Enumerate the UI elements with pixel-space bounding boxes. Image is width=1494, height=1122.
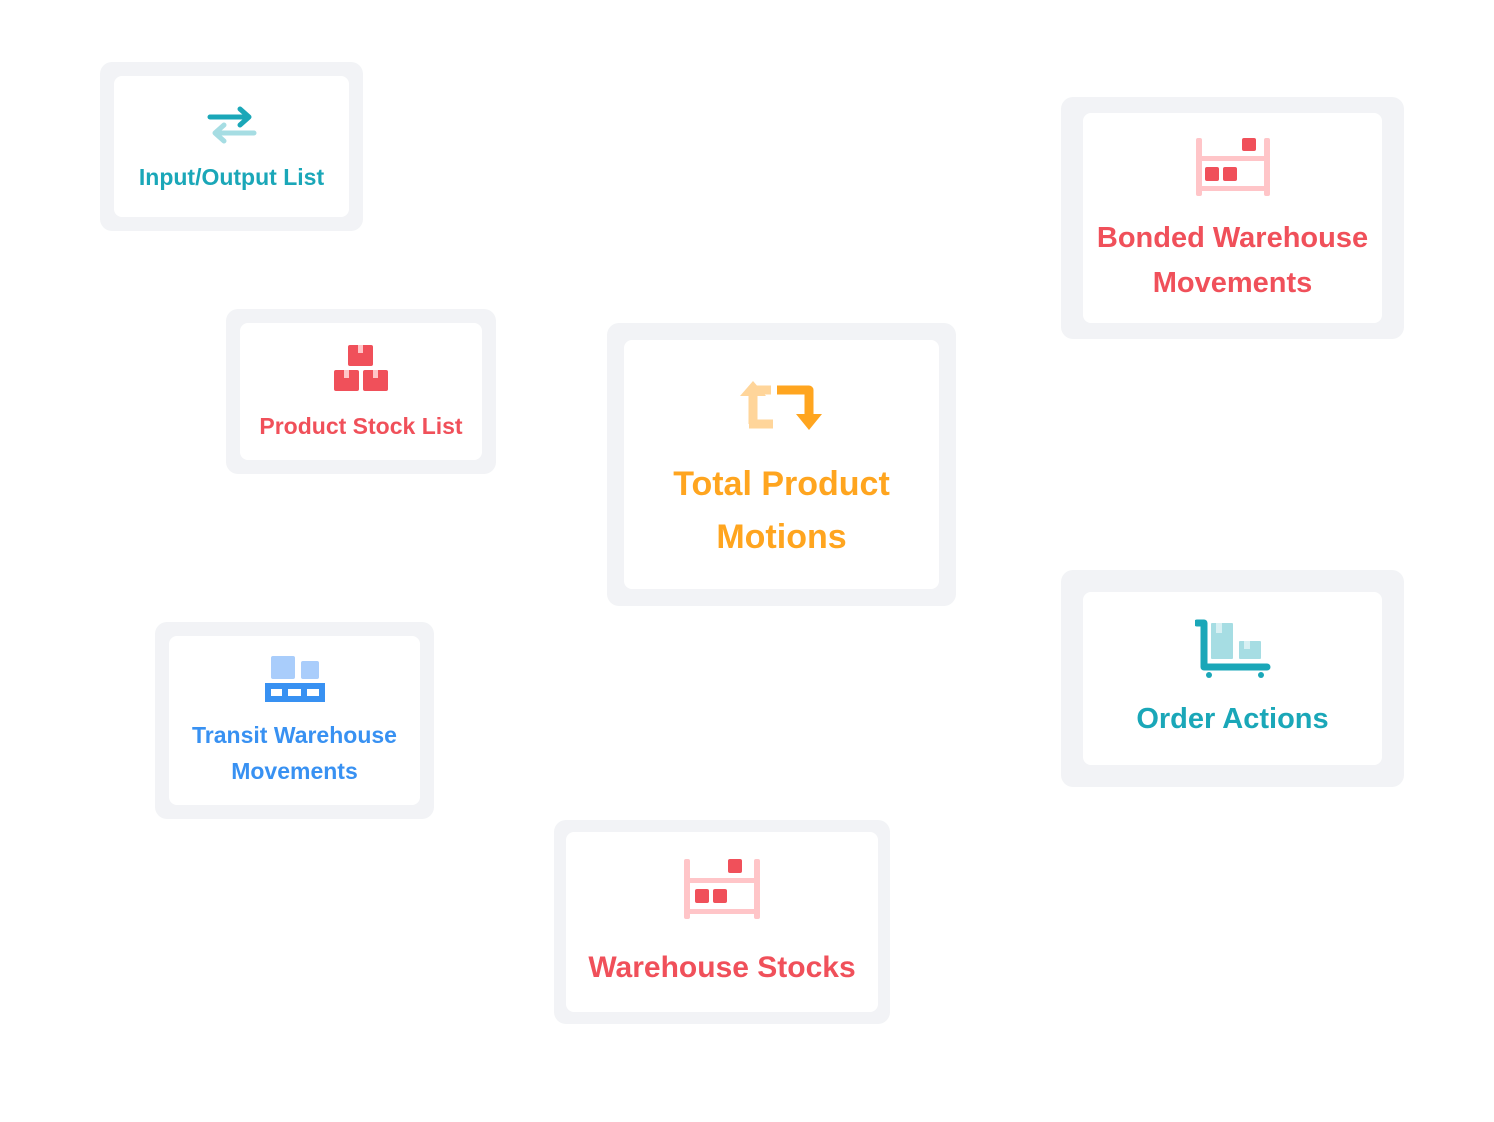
tile-label-line2: Motions xyxy=(716,517,847,556)
warehouse-stocks-tile[interactable]: Warehouse Stocks xyxy=(554,820,890,1024)
tile-label: Bonded Warehouse Movements xyxy=(1097,216,1368,306)
pallet-icon xyxy=(264,654,326,704)
order-actions-tile[interactable]: Order Actions xyxy=(1061,570,1404,787)
product-stock-list-tile[interactable]: Product Stock List xyxy=(226,309,496,474)
warehouse-shelf-icon xyxy=(1194,136,1272,198)
bonded-warehouse-movements-tile[interactable]: Bonded Warehouse Movements xyxy=(1061,97,1404,339)
tile-card: Transit Warehouse Movements xyxy=(169,636,420,805)
warehouse-shelf-icon xyxy=(682,857,762,921)
tile-label: Warehouse Stocks xyxy=(588,950,856,984)
tile-label: Total Product Motions xyxy=(673,458,890,563)
tile-label-line1: Total Product xyxy=(673,464,890,503)
transit-warehouse-movements-tile[interactable]: Transit Warehouse Movements xyxy=(155,622,434,819)
total-product-motions-tile[interactable]: Total Product Motions xyxy=(607,323,956,606)
tile-label-line1: Bonded Warehouse xyxy=(1096,222,1369,255)
tile-card: Bonded Warehouse Movements xyxy=(1083,113,1382,323)
tile-label-line2: Movements xyxy=(1152,267,1313,299)
stacked-boxes-icon xyxy=(333,343,389,393)
tile-card: Order Actions xyxy=(1083,592,1382,765)
hand-truck-icon xyxy=(1194,619,1271,679)
tile-label-line1: Transit Warehouse xyxy=(192,721,397,748)
tile-label-line2: Movements xyxy=(231,757,358,784)
tile-label: Transit Warehouse Movements xyxy=(192,718,397,789)
repeat-arrows-icon xyxy=(737,376,827,434)
tile-card: Input/Output List xyxy=(114,76,349,217)
tile-label: Order Actions xyxy=(1136,703,1329,736)
input-output-list-tile[interactable]: Input/Output List xyxy=(100,62,363,231)
arrows-swap-icon xyxy=(206,104,258,146)
tile-label: Product Stock List xyxy=(259,412,463,439)
tile-card: Warehouse Stocks xyxy=(566,832,878,1012)
tile-card: Product Stock List xyxy=(240,323,482,460)
tile-card: Total Product Motions xyxy=(624,340,939,589)
tile-label: Input/Output List xyxy=(138,163,325,190)
